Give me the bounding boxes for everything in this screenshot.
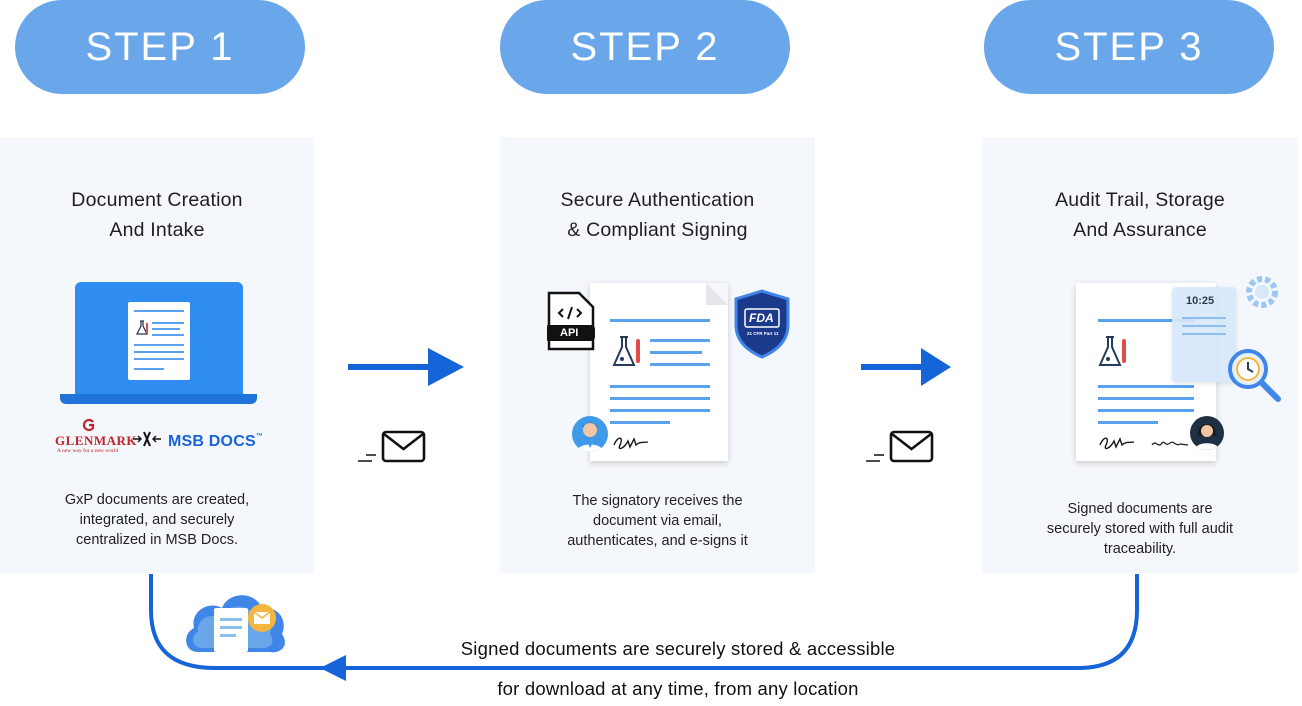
step-1-card: Document Creation And Intake GLENMARK A … — [0, 137, 314, 573]
arrow-right-icon — [346, 346, 466, 388]
glenmark-logo: GLENMARK — [55, 433, 137, 448]
msb-docs-logo: MSB DOCS™ — [168, 433, 264, 450]
bottom-caption-line1: Signed documents are securely stored & a… — [460, 638, 896, 659]
api-badge-icon: API — [545, 291, 595, 351]
step-2-pill: STEP 2 — [500, 0, 790, 94]
fda-shield-icon: FDA 21 CFR Part 11 — [732, 289, 792, 359]
flask-icon — [135, 320, 149, 335]
step-1-description: GxP documents are created, integrated, a… — [64, 492, 250, 548]
email-icon — [356, 430, 428, 466]
timestamp-card: 10:25 — [1172, 287, 1236, 382]
document-icon — [128, 302, 190, 380]
step-3-title: Audit Trail, Storage And Assurance — [1055, 189, 1225, 241]
gear-icon — [1237, 267, 1287, 317]
cloud-storage-icon — [182, 586, 290, 660]
laptop-base — [60, 394, 257, 404]
step-1-title: Document Creation And Intake — [71, 189, 243, 241]
glenmark-tagline: A new way for a new world — [57, 448, 119, 454]
step-1-pill: STEP 1 — [15, 0, 305, 94]
step-3-pill: STEP 3 — [984, 0, 1274, 94]
step-2-card: Secure Authentication & Compliant Signin… — [500, 137, 815, 573]
connector-icon — [132, 430, 161, 447]
glenmark-logo-icon — [82, 418, 95, 432]
second-signature-icon — [1150, 437, 1190, 451]
flask-icon — [1098, 335, 1128, 369]
return-loop-arrow — [0, 570, 1302, 701]
email-icon-2 — [864, 430, 936, 466]
signature-icon — [610, 433, 650, 453]
signer-avatar — [572, 416, 608, 452]
signature-icon — [1096, 433, 1136, 453]
signer-avatar — [1190, 416, 1224, 450]
magnifier-clock-icon — [1226, 347, 1282, 403]
step-2-description: The signatory receives the document via … — [567, 493, 748, 549]
bottom-caption-line2: for download at any time, from any locat… — [497, 678, 859, 699]
step-2-title: Secure Authentication & Compliant Signin… — [560, 189, 755, 241]
step-3-card: Audit Trail, Storage And Assurance 10:25 — [982, 137, 1298, 573]
signed-document-icon — [590, 283, 728, 461]
step-3-description: Signed documents are securely stored wit… — [1046, 501, 1234, 557]
laptop-icon — [75, 282, 243, 394]
flask-icon — [612, 335, 640, 369]
arrow-right-icon-2 — [859, 346, 959, 388]
